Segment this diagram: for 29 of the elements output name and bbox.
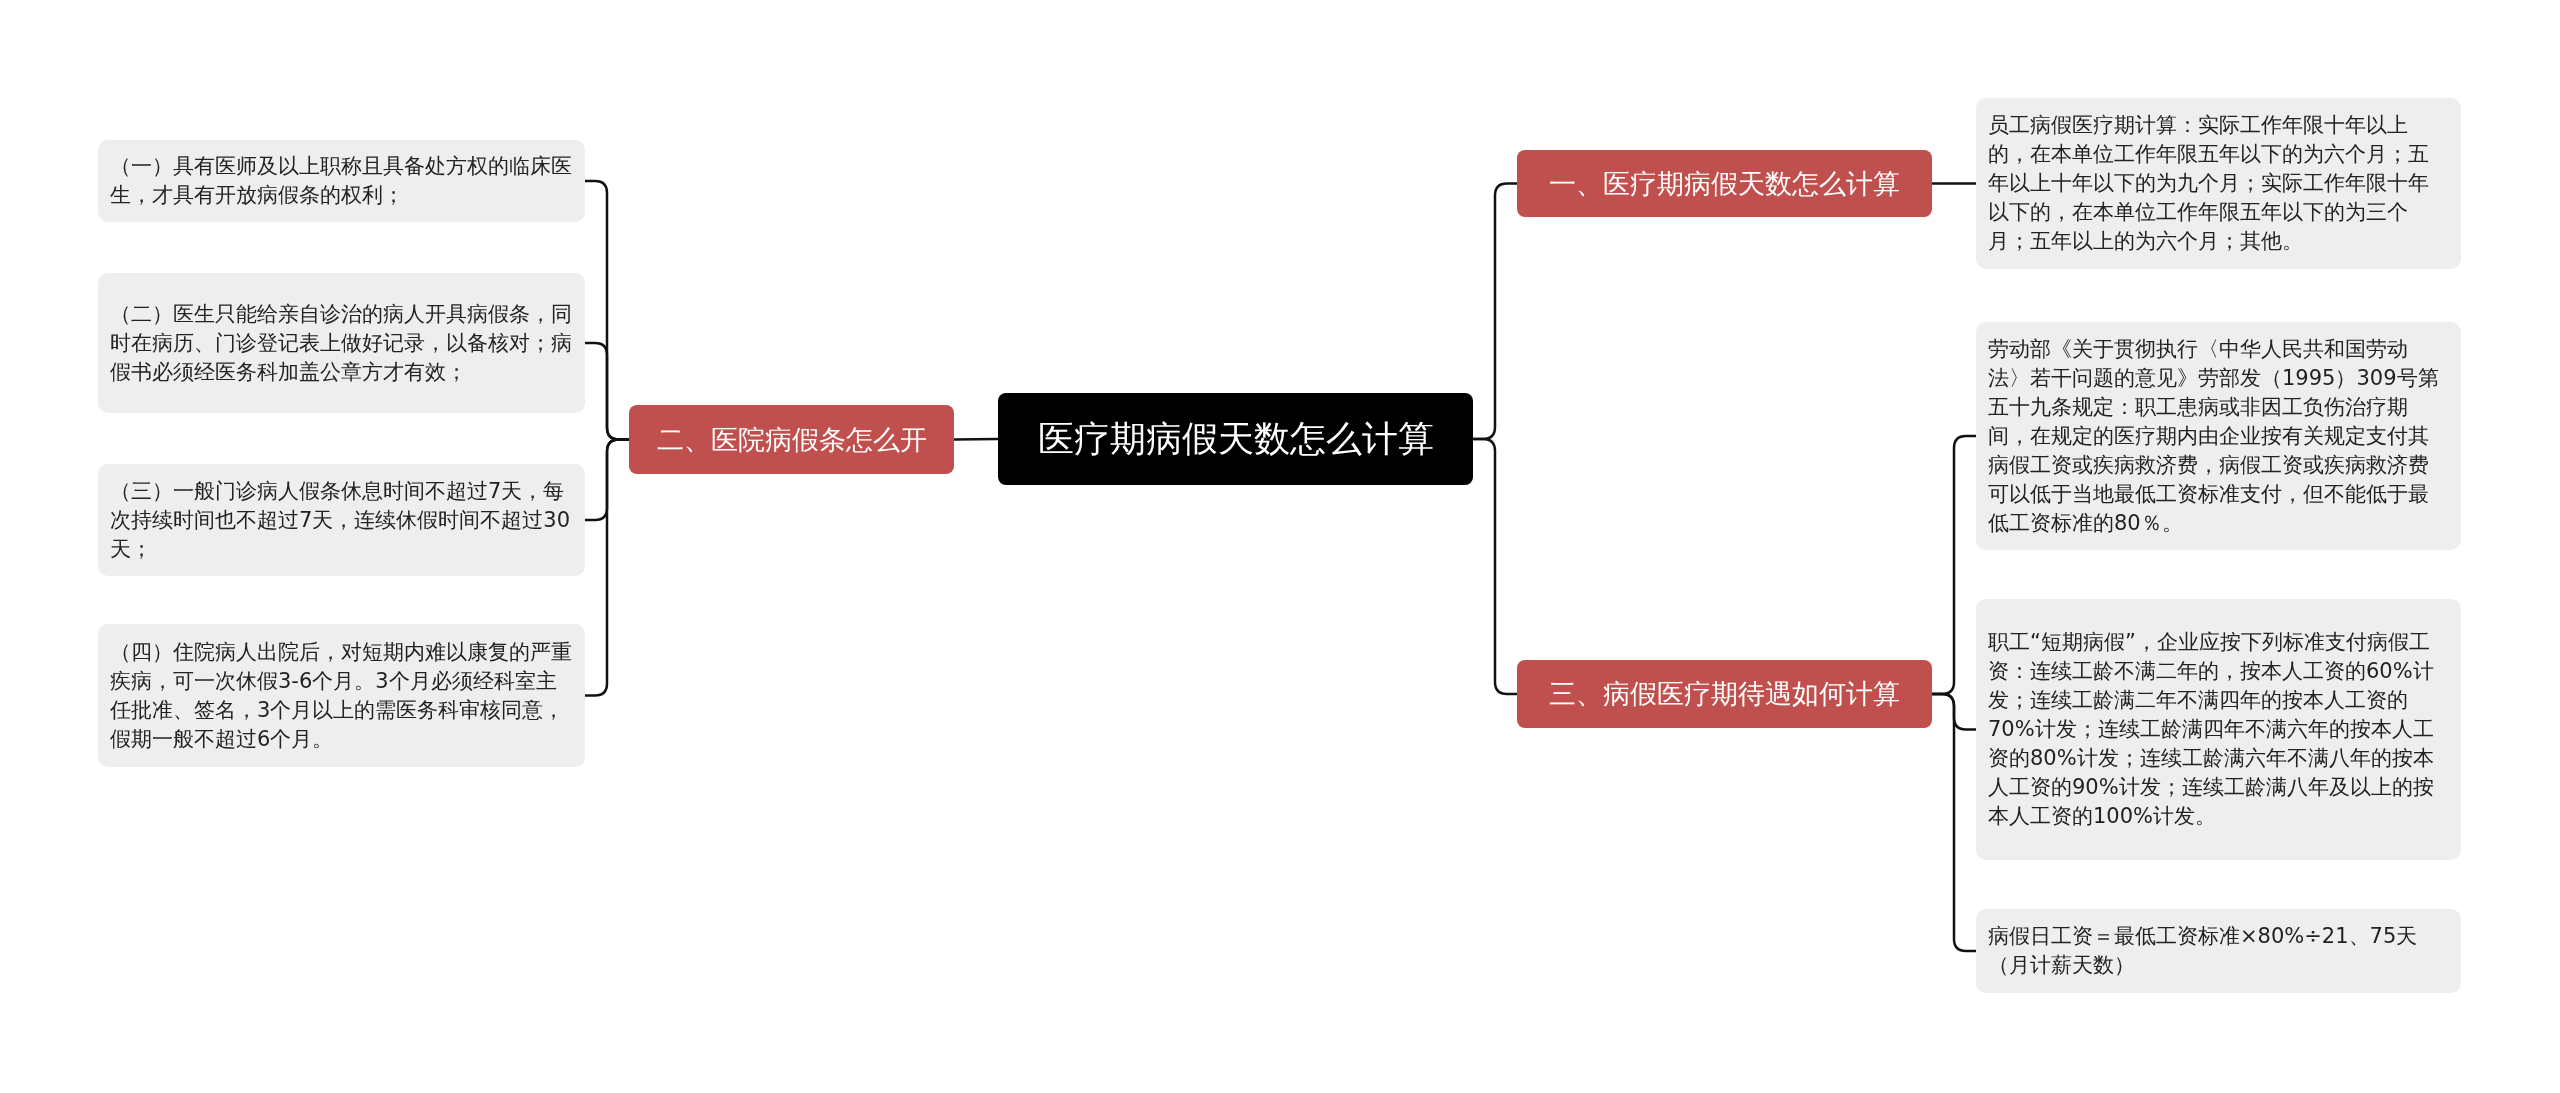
node-text: （一）具有医师及以上职称且具备处方权的临床医生，才具有开放病假条的权利； bbox=[110, 153, 573, 209]
node-text: 劳动部《关于贯彻执行〈中华人民共和国劳动法〉若干问题的意见》劳部发（1995）309号第五十九条规定：职工患病或非因工负伤治疗期间，在规定的医疗期内由企业按有关规定支付其病假工资或疾病救济费，病假工资或疾病救济费可以低于当地最低工资标准支付，但不能低于最低工资标准的80％。 bbox=[1988, 335, 2440, 537]
node-text: 三、病假医疗期待遇如何计算 bbox=[1549, 677, 1900, 711]
node-text: （三）一般门诊病人假条休息时间不超过7天，每次持续时间也不超过7天，连续休假时间不超过30天； bbox=[110, 477, 572, 563]
note-card bbox=[98, 273, 585, 413]
node-text: 病假日工资＝最低工资标准×80%÷21、75天（月计薪天数） bbox=[1988, 923, 2419, 979]
note-card bbox=[1976, 909, 2461, 993]
note-card bbox=[98, 464, 585, 576]
note-card bbox=[98, 624, 585, 767]
central-topic bbox=[998, 393, 1473, 485]
node-text: 二、医院病假条怎么开 bbox=[656, 422, 927, 457]
connector-line bbox=[585, 438, 629, 697]
node-text: 职工“短期病假”，企业应按下列标准支付病假工资：连续工龄不满二年的，按本人工资的60%计发；连续工龄满二年不满四年的按本人工资的70%计发；连续工龄满四年不满六年的按本人工资的80%计发；连续工龄满六年不满八年的按本人工资的90%计发；连续工龄满八年及以上的按本人工资的100%计发。 bbox=[1988, 629, 2435, 830]
branch-topic bbox=[1517, 660, 1932, 728]
node-text: （四）住院病人出院后，对短期内难以康复的严重疾病，可一次休假3-6个月。3个月必须经科室主任批准、签名，3个月以上的需医务科审核同意，假期一般不超过6个月。 bbox=[110, 638, 573, 753]
node-text: （二）医生只能给亲自诊治的病人开具病假条，同时在病历、门诊登记表上做好记录，以备核对；病假书必须经医务科加盖公章方才有效； bbox=[110, 300, 573, 386]
connector-line bbox=[1473, 437, 1517, 696]
connector-line bbox=[954, 437, 998, 441]
note-card bbox=[1976, 322, 2461, 550]
note-card bbox=[1976, 98, 2461, 269]
branch-topic bbox=[629, 405, 954, 474]
node-text: 员工病假医疗期计算：实际工作年限十年以上的，在本单位工作年限五年以下的为六个月；五年以上十年以下的为九个月；实际工作年限十年以下的，在本单位工作年限五年以下的为三个月；五年以上的为六个月；其他。 bbox=[1988, 112, 2430, 255]
connector-line bbox=[1932, 692, 1976, 953]
connector-line bbox=[1932, 182, 1976, 185]
branch-topic bbox=[1517, 150, 1932, 217]
note-card bbox=[1976, 599, 2461, 860]
note-card bbox=[98, 140, 585, 222]
node-text: 医疗期病假天数怎么计算 bbox=[1037, 416, 1434, 461]
node-text: 一、医疗期病假天数怎么计算 bbox=[1549, 166, 1900, 201]
